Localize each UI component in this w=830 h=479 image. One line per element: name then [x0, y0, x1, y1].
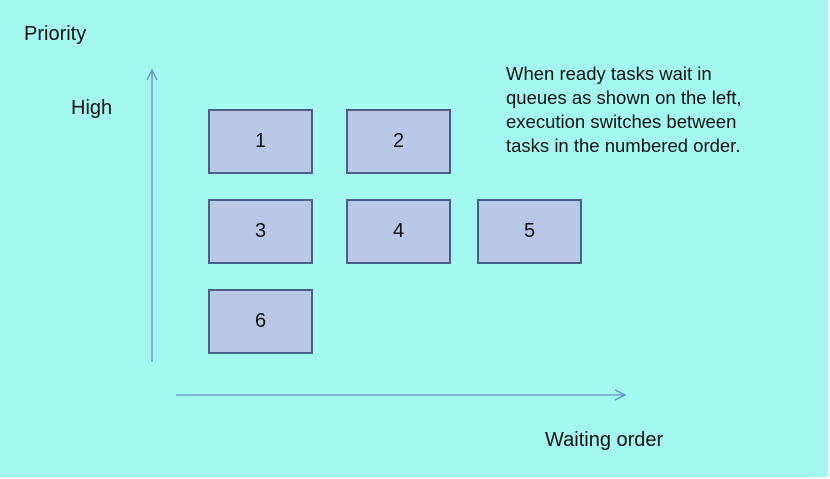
note-line-2: queues as shown on the left,	[506, 87, 742, 108]
waiting-axis-arrow-icon	[614, 389, 627, 401]
task-box-2: 2	[346, 109, 451, 174]
high-label: High	[71, 97, 113, 119]
explanation-note: When ready tasks wait in queues as shown…	[506, 62, 816, 158]
priority-axis-arrow-icon	[146, 68, 158, 81]
note-line-3: execution switches between	[506, 111, 737, 132]
waiting-order-label: Waiting order	[545, 429, 664, 451]
task-box-6: 6	[208, 289, 313, 354]
task-box-5: 5	[477, 199, 582, 264]
note-line-4: tasks in the numbered order.	[506, 135, 741, 156]
priority-label: Priority	[24, 23, 87, 45]
task-box-3: 3	[208, 199, 313, 264]
task-box-4: 4	[346, 199, 451, 264]
note-line-1: When ready tasks wait in	[506, 63, 712, 84]
task-box-1: 1	[208, 109, 313, 174]
